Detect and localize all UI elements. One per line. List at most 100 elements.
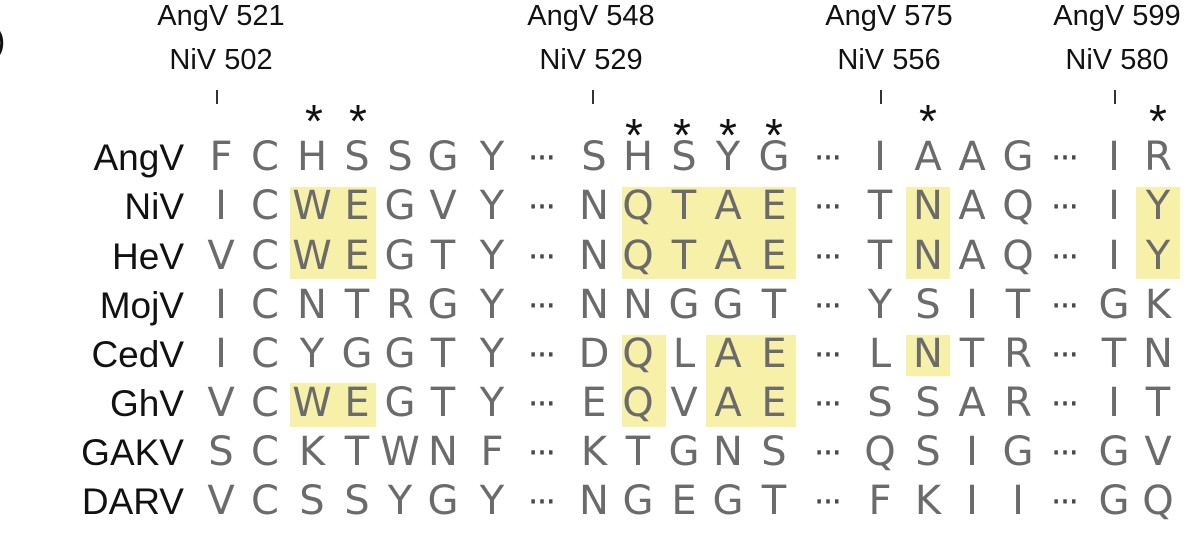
residue: G xyxy=(668,282,700,328)
gap-ellipsis: ··· xyxy=(527,433,556,473)
gap-ellipsis: ··· xyxy=(1050,286,1079,326)
residue: E xyxy=(761,380,787,426)
residue: N xyxy=(579,183,609,229)
residue: S xyxy=(299,478,325,524)
residue: Y xyxy=(715,134,741,180)
position-tick xyxy=(216,90,218,104)
residue: A xyxy=(714,183,742,229)
residue: I xyxy=(215,183,227,229)
residue: E xyxy=(344,233,370,279)
sequence-name: AngV xyxy=(93,137,184,178)
residue: C xyxy=(251,183,279,229)
residue: I xyxy=(966,478,978,524)
residue: G xyxy=(384,331,416,377)
gap-ellipsis: ··· xyxy=(527,187,556,227)
residue: I xyxy=(1108,183,1120,229)
residue: G xyxy=(427,478,459,524)
residue: T xyxy=(1145,380,1171,426)
header-niv-4: NiV 580 xyxy=(1065,44,1169,76)
conservation-star: * xyxy=(349,95,367,147)
residue: W xyxy=(292,233,332,279)
gap-ellipsis: ··· xyxy=(813,187,842,227)
residue: G xyxy=(384,380,416,426)
sequence-name: MojV xyxy=(99,285,184,326)
residue: Q xyxy=(622,331,654,377)
residue: G xyxy=(1002,134,1034,180)
highlight-cedv-n xyxy=(906,335,950,376)
residue: I xyxy=(874,134,886,180)
conservation-star: * xyxy=(625,109,643,161)
residue: N xyxy=(913,183,943,229)
residue: G xyxy=(1098,282,1130,328)
residue: E xyxy=(581,380,607,426)
sequence-name: CedV xyxy=(91,334,184,375)
residue: C xyxy=(251,282,279,328)
residue: K xyxy=(580,429,608,475)
residue: V xyxy=(207,233,235,279)
residue: Q xyxy=(1142,478,1174,524)
conservation-star: * xyxy=(305,95,323,147)
residue: E xyxy=(671,478,697,524)
residue: S xyxy=(915,429,941,475)
gap-ellipsis: ··· xyxy=(1050,138,1079,178)
residue: N xyxy=(579,282,609,328)
residue: S xyxy=(671,134,697,180)
residue: Q xyxy=(1002,233,1034,279)
residue: I xyxy=(1012,478,1024,524)
residue: E xyxy=(344,183,370,229)
sequence-name: GAKV xyxy=(81,432,184,473)
residue: E xyxy=(761,331,787,377)
residue: A xyxy=(914,134,942,180)
gap-ellipsis: ··· xyxy=(813,384,842,424)
residue: K xyxy=(1144,282,1172,328)
header-angv-2: AngV 548 xyxy=(527,0,655,32)
residue: E xyxy=(761,183,787,229)
residue: F xyxy=(480,429,504,475)
residue: L xyxy=(672,331,696,377)
gap-ellipsis: ··· xyxy=(813,138,842,178)
sequence-name: NiV xyxy=(124,186,184,227)
sequence-name: HeV xyxy=(112,236,184,277)
residue: F xyxy=(868,478,892,524)
gap-ellipsis: ··· xyxy=(1050,237,1079,277)
residue: G xyxy=(1098,429,1130,475)
residue: S xyxy=(867,380,893,426)
highlight-niv-hev-n xyxy=(906,187,950,279)
position-tick xyxy=(1114,90,1116,104)
residue: Q xyxy=(622,380,654,426)
residue: A xyxy=(714,331,742,377)
residue: T xyxy=(625,429,651,475)
residue: T xyxy=(867,233,893,279)
residue: W xyxy=(380,429,420,475)
residue: A xyxy=(958,233,986,279)
residue: C xyxy=(251,380,279,426)
panel-label: ) xyxy=(0,22,5,61)
residue: T xyxy=(1101,331,1127,377)
position-tick xyxy=(880,90,882,104)
residue: Q xyxy=(622,233,654,279)
residue: Q xyxy=(864,429,896,475)
highlight-ghv-we xyxy=(290,383,376,427)
residue: N xyxy=(297,282,327,328)
residue: G xyxy=(1002,429,1034,475)
gap-ellipsis: ··· xyxy=(1050,433,1079,473)
gap-ellipsis: ··· xyxy=(1050,335,1079,375)
residue: E xyxy=(344,380,370,426)
residue: K xyxy=(914,478,942,524)
residue: I xyxy=(1108,233,1120,279)
residue: I xyxy=(1108,380,1120,426)
residue: R xyxy=(386,282,414,328)
residue: A xyxy=(958,134,986,180)
residue: V xyxy=(429,183,457,229)
residue: I xyxy=(215,282,227,328)
residue: G xyxy=(712,282,744,328)
residue: V xyxy=(207,478,235,524)
residue: Y xyxy=(479,478,505,524)
residue: S xyxy=(761,429,787,475)
gap-ellipsis: ··· xyxy=(1050,482,1079,522)
residue: S xyxy=(344,134,370,180)
residue: S xyxy=(344,478,370,524)
residue: V xyxy=(670,380,698,426)
conservation-star: * xyxy=(673,109,691,161)
residue: Y xyxy=(479,380,505,426)
